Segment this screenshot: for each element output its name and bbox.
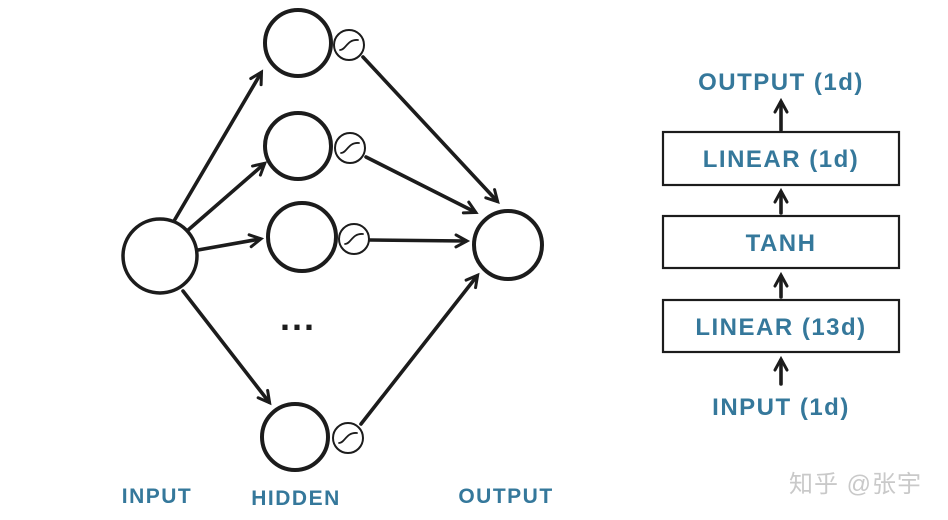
activation-icon-3 bbox=[338, 223, 370, 255]
input-node bbox=[121, 217, 199, 295]
watermark-text: 知乎 @张宇 bbox=[789, 471, 922, 498]
activation-icon-4 bbox=[332, 422, 364, 454]
hidden-ellipsis: ... bbox=[280, 297, 316, 338]
output-node bbox=[472, 209, 544, 281]
edge-hidden-4-output bbox=[359, 272, 480, 426]
activation-icon-1 bbox=[333, 29, 365, 61]
mlp-diagram: ... INPUT HIDDEN OUTPUT bbox=[121, 8, 553, 510]
block-linear-1d bbox=[661, 130, 901, 187]
block-diagram: OUTPUT (1d) LINEAR (1d) TANH LINEAR (13d… bbox=[661, 69, 901, 421]
block-tanh-label: TANH bbox=[746, 230, 817, 257]
edge-input-hidden-1 bbox=[172, 69, 264, 223]
hidden-node-2 bbox=[263, 111, 333, 181]
edge-input-hidden-3 bbox=[196, 233, 265, 252]
label-hidden-layer: HIDDEN bbox=[251, 487, 341, 510]
hidden-node-4 bbox=[260, 402, 330, 472]
block-linear-13d bbox=[661, 298, 901, 354]
label-output-layer: OUTPUT bbox=[458, 485, 553, 508]
label-input-layer: INPUT bbox=[122, 485, 193, 508]
edge-input-hidden-4 bbox=[181, 289, 272, 406]
edge-hidden-2-output bbox=[364, 155, 479, 215]
activation-icon-2 bbox=[334, 132, 366, 164]
hidden-node-3 bbox=[266, 201, 338, 273]
block-input-label: INPUT (1d) bbox=[712, 394, 850, 421]
edge-input-hidden-2 bbox=[185, 161, 268, 233]
block-linear-13d-label: LINEAR (13d) bbox=[695, 314, 866, 341]
edge-hidden-1-output bbox=[361, 55, 500, 205]
block-tanh bbox=[661, 214, 901, 270]
hidden-node-1 bbox=[263, 8, 333, 78]
block-output-label: OUTPUT (1d) bbox=[698, 69, 864, 96]
edge-hidden-3-output bbox=[368, 233, 471, 249]
block-linear-1d-label: LINEAR (1d) bbox=[703, 146, 860, 173]
